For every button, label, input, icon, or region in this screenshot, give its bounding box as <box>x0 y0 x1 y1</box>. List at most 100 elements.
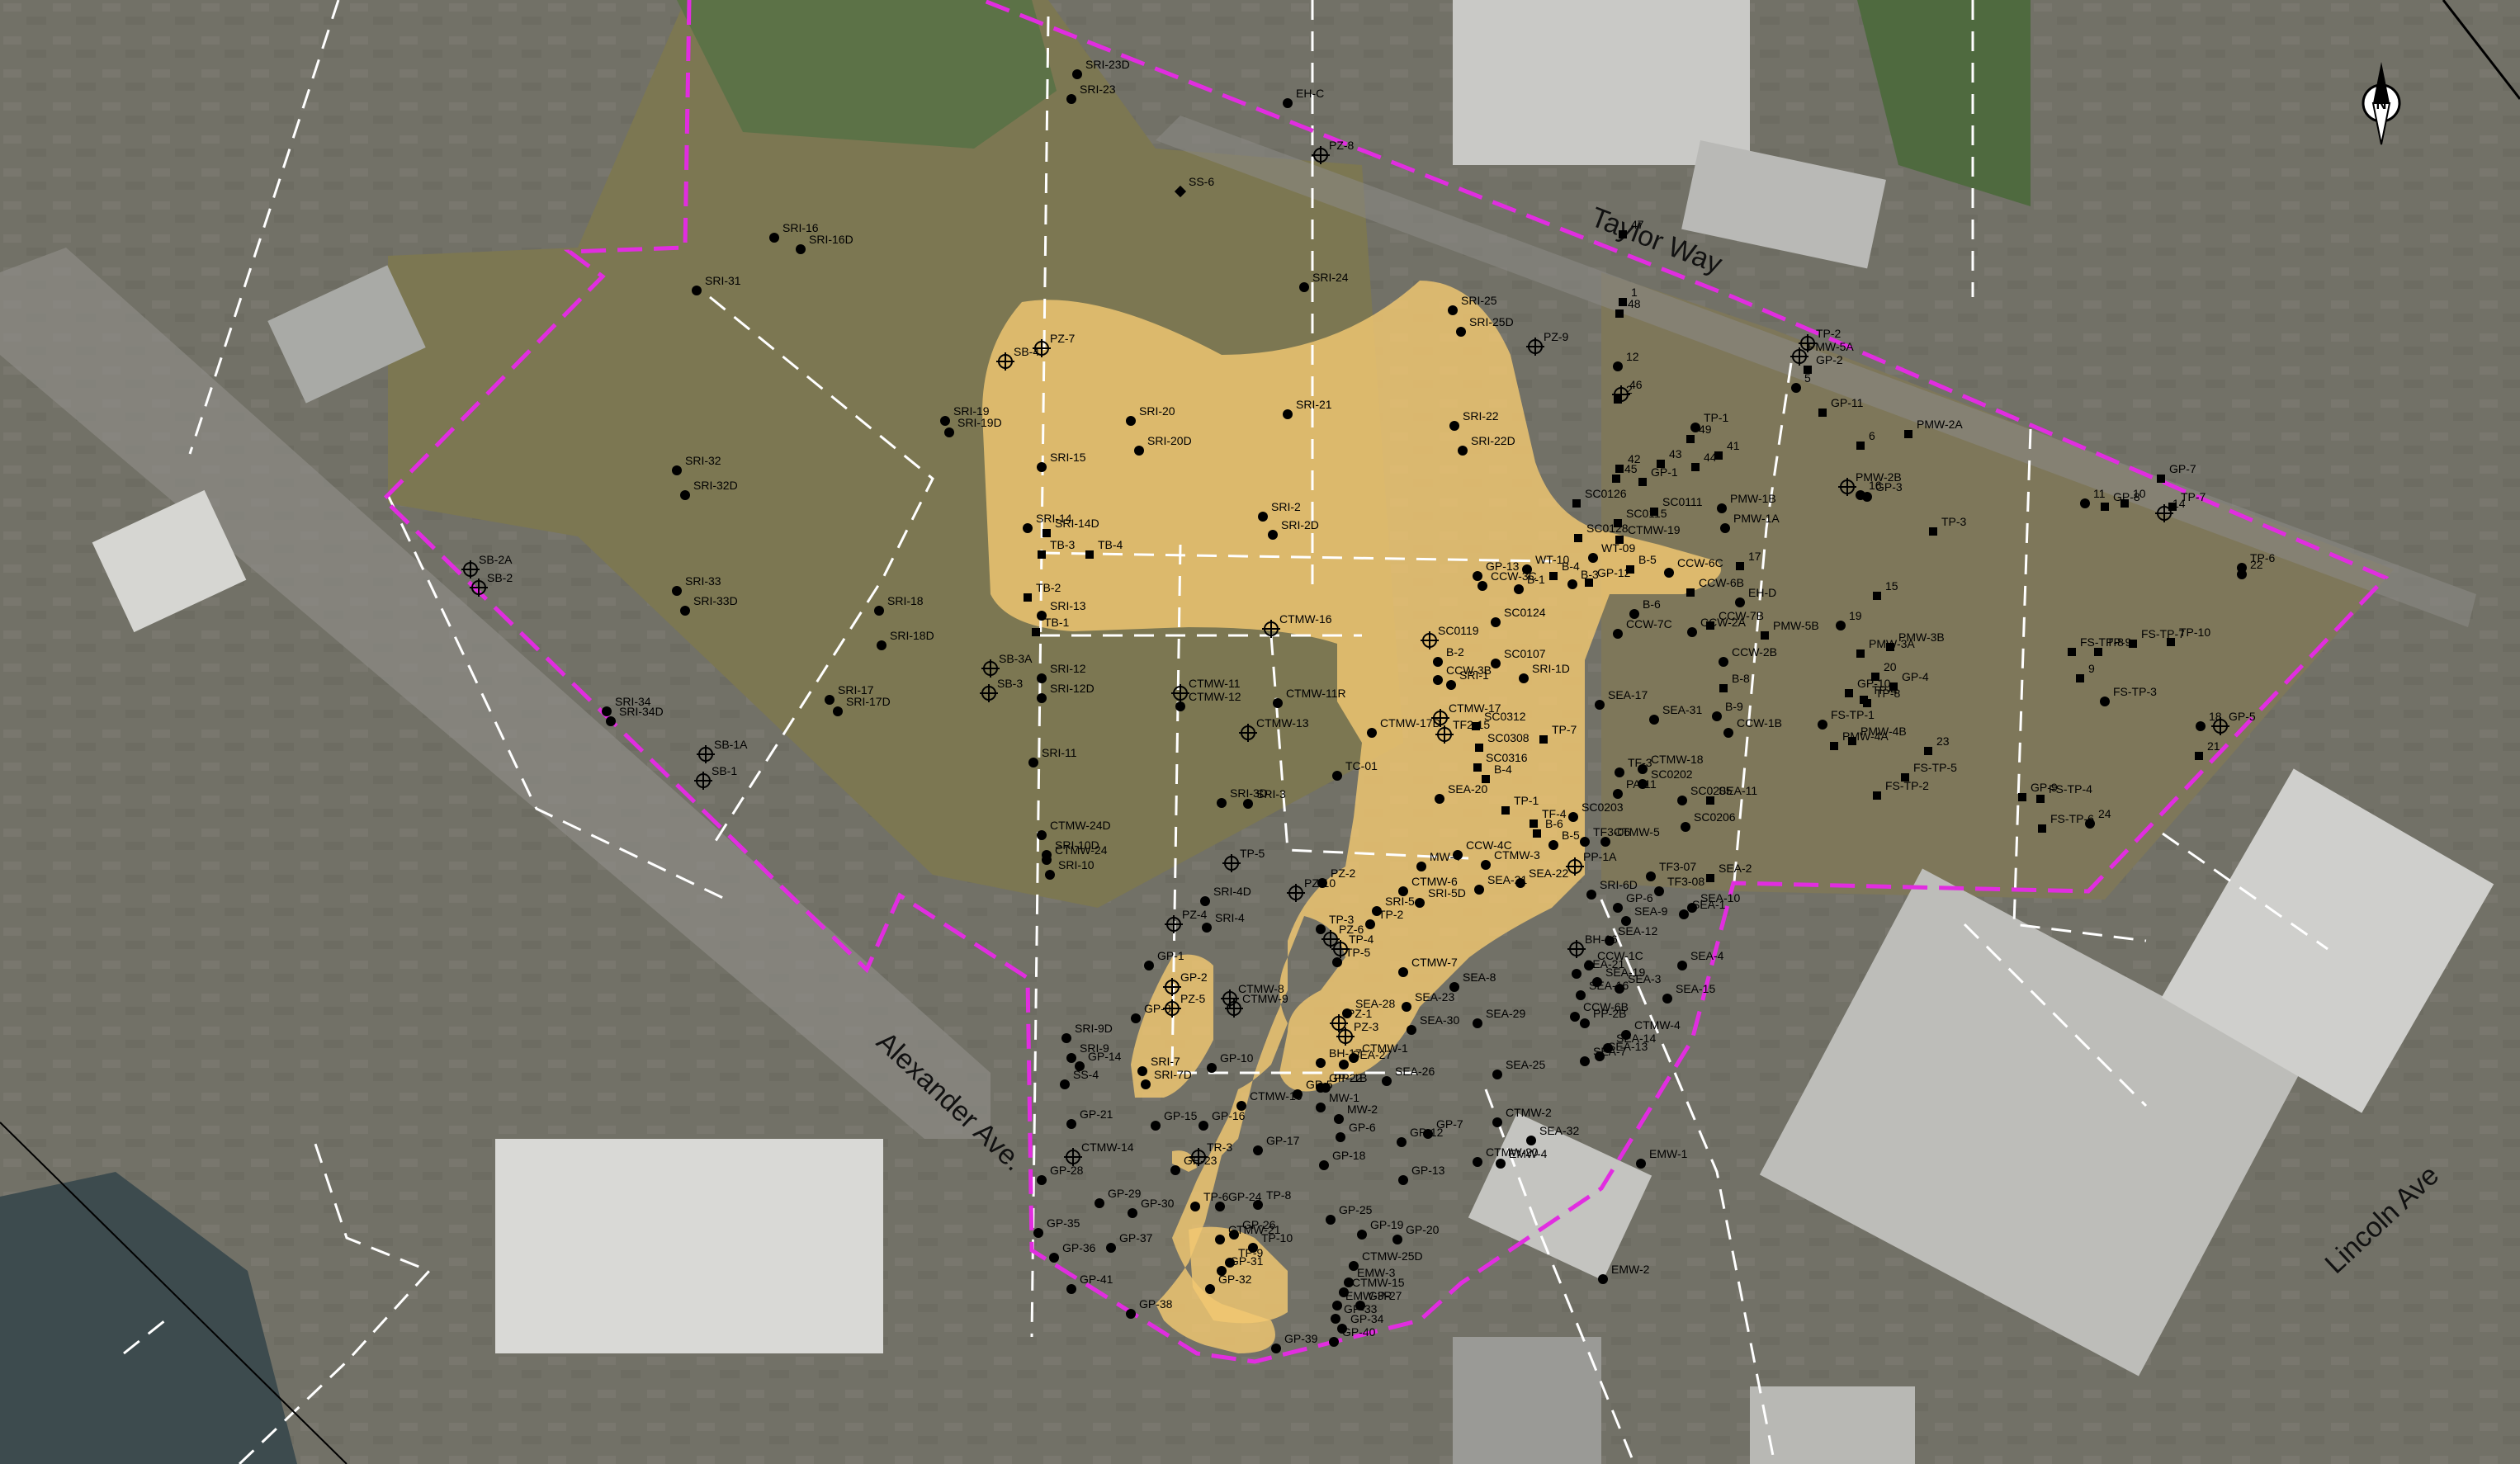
circle-marker-icon <box>1316 1058 1326 1068</box>
circle-marker-icon <box>1681 822 1690 832</box>
sampling-point-label: MW-2 <box>1347 1103 1378 1116</box>
sampling-point: B-5 <box>1626 553 1657 574</box>
sampling-point-label: SRI-21 <box>1296 398 1332 411</box>
sampling-point: 20 <box>1871 660 1897 681</box>
sampling-point: GP-9 <box>2018 781 2058 801</box>
circle-marker-icon <box>1720 523 1730 533</box>
sampling-point-label: GP-14 <box>1088 1050 1122 1063</box>
sampling-point-label: TB-2 <box>1036 581 1061 594</box>
sampling-point: CTMW-14 <box>1064 1141 1134 1166</box>
sampling-point: TB-1 <box>1032 616 1070 636</box>
alexander-road-surface <box>0 248 991 1139</box>
circle-marker-icon <box>1037 462 1047 472</box>
sampling-point: 43 <box>1657 447 1682 468</box>
sampling-point-label: EH-C <box>1296 87 1324 100</box>
sampling-point-label: SRI-1D <box>1532 662 1570 675</box>
circle-marker-icon <box>1215 1235 1225 1244</box>
sampling-point: CTMW-11R <box>1273 687 1346 708</box>
sampling-point-label: SRI-3 <box>1256 787 1286 800</box>
sampling-point-label: FS-TP-5 <box>1913 761 1957 774</box>
circle-marker-icon <box>1491 659 1501 668</box>
vegetation-area <box>677 0 1057 149</box>
sampling-point: SB-2A <box>461 553 513 579</box>
sampling-point-label: CCW-1C <box>1597 949 1643 962</box>
sampling-point: SEA-14 <box>1603 1032 1656 1053</box>
square-marker-icon <box>2168 503 2177 511</box>
target-marker-icon <box>1033 339 1051 357</box>
sampling-point-label: GP-30 <box>1141 1197 1175 1210</box>
circle-marker-icon <box>1342 1008 1352 1018</box>
target-marker-icon <box>1225 999 1243 1018</box>
sampling-point-label: EMW-4 <box>1509 1147 1548 1160</box>
sampling-point: SRI-4D <box>1200 885 1251 906</box>
circle-marker-icon <box>1621 1030 1631 1040</box>
sampling-point: CCW-7B <box>1706 609 1764 630</box>
sampling-point-label: SEA-12 <box>1618 924 1657 937</box>
circle-marker-icon <box>1049 1253 1059 1263</box>
sampling-point: SRI-2D <box>1268 518 1319 540</box>
sampling-point-label: SEA-16 <box>1589 979 1629 992</box>
sampling-point-label: SB-3 <box>997 677 1023 690</box>
sampling-point-label: SRI-5 <box>1385 895 1415 908</box>
sampling-point: SRI-17 <box>825 683 874 705</box>
sampling-point: B-1 <box>1514 573 1545 594</box>
sampling-point: B-6 <box>1533 817 1563 838</box>
sampling-point-label: SB-1A <box>714 738 748 751</box>
sampling-point-label: B-5 <box>1638 553 1657 566</box>
sampling-point: SRI-20 <box>1126 404 1175 426</box>
sampling-point: B-6 <box>1629 597 1661 619</box>
sampling-point-label: SRI-9D <box>1075 1022 1113 1035</box>
sampling-point: GP-37 <box>1106 1231 1153 1253</box>
circle-marker-icon <box>1367 728 1377 738</box>
square-marker-icon <box>2068 648 2076 656</box>
circle-marker-icon <box>877 640 886 650</box>
sampling-point: GP-10 <box>1207 1051 1254 1073</box>
square-marker-icon <box>1706 874 1714 882</box>
square-marker-icon <box>2036 795 2045 803</box>
circle-marker-icon <box>1649 715 1659 725</box>
sampling-point: SRI-19 <box>940 404 990 426</box>
circle-marker-icon <box>1679 909 1689 919</box>
square-marker-icon <box>1691 463 1700 471</box>
circle-marker-icon <box>1496 1159 1506 1169</box>
sampling-point-label: GP-19 <box>1370 1218 1404 1231</box>
sampling-point: SRI-7 <box>1137 1055 1180 1076</box>
sampling-point-label: SRI-17D <box>846 695 891 708</box>
building <box>2161 768 2494 1113</box>
square-marker-icon <box>2038 824 2046 833</box>
circle-marker-icon <box>1060 1079 1070 1089</box>
plume-area-south-lobe <box>1189 1226 1288 1324</box>
water-body <box>0 1172 297 1464</box>
sampling-point: 11 <box>2080 487 2106 508</box>
circle-marker-icon <box>1175 701 1185 711</box>
circle-marker-icon <box>1613 903 1623 913</box>
square-marker-icon <box>1529 819 1538 828</box>
square-marker-icon <box>1904 430 1912 438</box>
sampling-point-label: SRI-31 <box>705 274 741 287</box>
sampling-point-label: SRI-22 <box>1463 409 1499 423</box>
sampling-point-label: SRI-2 <box>1271 500 1301 513</box>
circle-marker-icon <box>1202 923 1212 933</box>
sampling-point-label: GP-10 <box>1857 677 1891 690</box>
sampling-point: GP-6 <box>1613 891 1653 913</box>
sampling-point-label: SEA-4 <box>1690 949 1724 962</box>
sampling-point-label: CTMW-15 <box>1352 1276 1405 1289</box>
square-marker-icon <box>1873 592 1881 600</box>
site-boundary <box>381 0 2390 1364</box>
vegetation-area-east <box>1857 0 2031 206</box>
sampling-point: GP-40 <box>1329 1325 1376 1347</box>
sampling-point: SEA-20 <box>1435 782 1487 804</box>
sampling-point-label: TF2-15 <box>1453 718 1490 731</box>
circle-marker-icon <box>1316 924 1326 934</box>
sampling-point: SRI-9D <box>1061 1022 1113 1043</box>
sampling-point: EMW-3 <box>1344 1266 1396 1287</box>
square-marker-icon <box>1686 435 1695 443</box>
sampling-point: SRI-32 <box>672 454 721 475</box>
sampling-point: SEA-4 <box>1677 949 1724 970</box>
circle-marker-icon <box>1474 885 1484 895</box>
sampling-point-label: CTMW-17 <box>1449 701 1501 715</box>
sampling-point: CCW-1C <box>1584 949 1643 970</box>
circle-marker-icon <box>1316 1103 1326 1112</box>
circle-marker-icon <box>1075 1061 1085 1071</box>
sampling-point: GP-32 <box>1205 1273 1252 1294</box>
